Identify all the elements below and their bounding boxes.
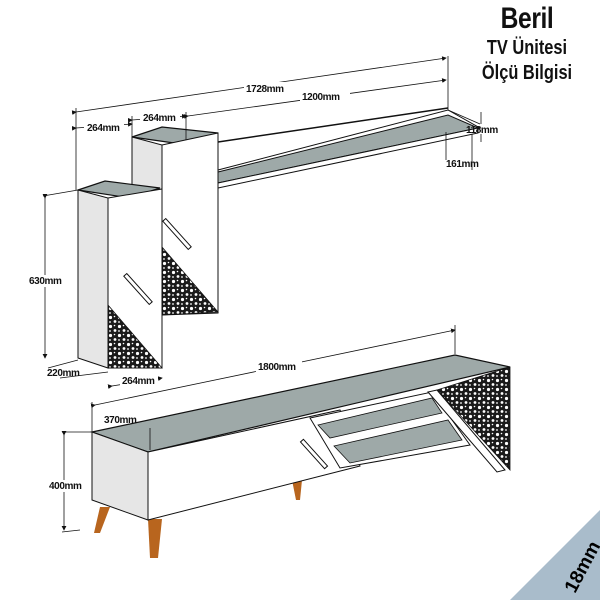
handle-icon [123, 272, 153, 306]
dim-total-wall-width: 1728mm [246, 84, 284, 95]
handle-icon [162, 217, 192, 251]
dim-tv-unit-width: 1800mm [258, 362, 296, 373]
dim-cabinet-right-width: 264mm [143, 113, 176, 124]
leg [94, 507, 110, 533]
dim-shelf-width: 1200mm [302, 92, 340, 103]
product-name: Beril [500, 2, 554, 35]
dim-cabinet-depth: 220mm [47, 368, 80, 379]
leg [148, 519, 162, 558]
title-line-2: Ölçü Bilgisi [481, 62, 573, 84]
title-block: Beril TV Ünitesi Ölçü Bilgisi [472, 2, 582, 86]
dim-cabinet-bottom-width: 264mm [122, 376, 155, 387]
dim-shelf-height: 118mm [466, 125, 498, 136]
dim-tv-unit-height: 400mm [49, 481, 82, 492]
leg [292, 480, 302, 500]
title-line-1: TV Ünitesi [486, 37, 568, 59]
dim-cabinet-height: 630mm [29, 276, 62, 287]
lower-cabinet [77, 180, 163, 369]
dim-tv-unit-depth: 370mm [104, 415, 137, 426]
dim-shelf-depth: 161mm [446, 159, 479, 170]
thickness-badge: 18mm [510, 510, 600, 600]
wall-shelf [217, 107, 482, 189]
dim-cabinet-left-width: 264mm [87, 123, 120, 134]
handle-icon [299, 438, 329, 470]
